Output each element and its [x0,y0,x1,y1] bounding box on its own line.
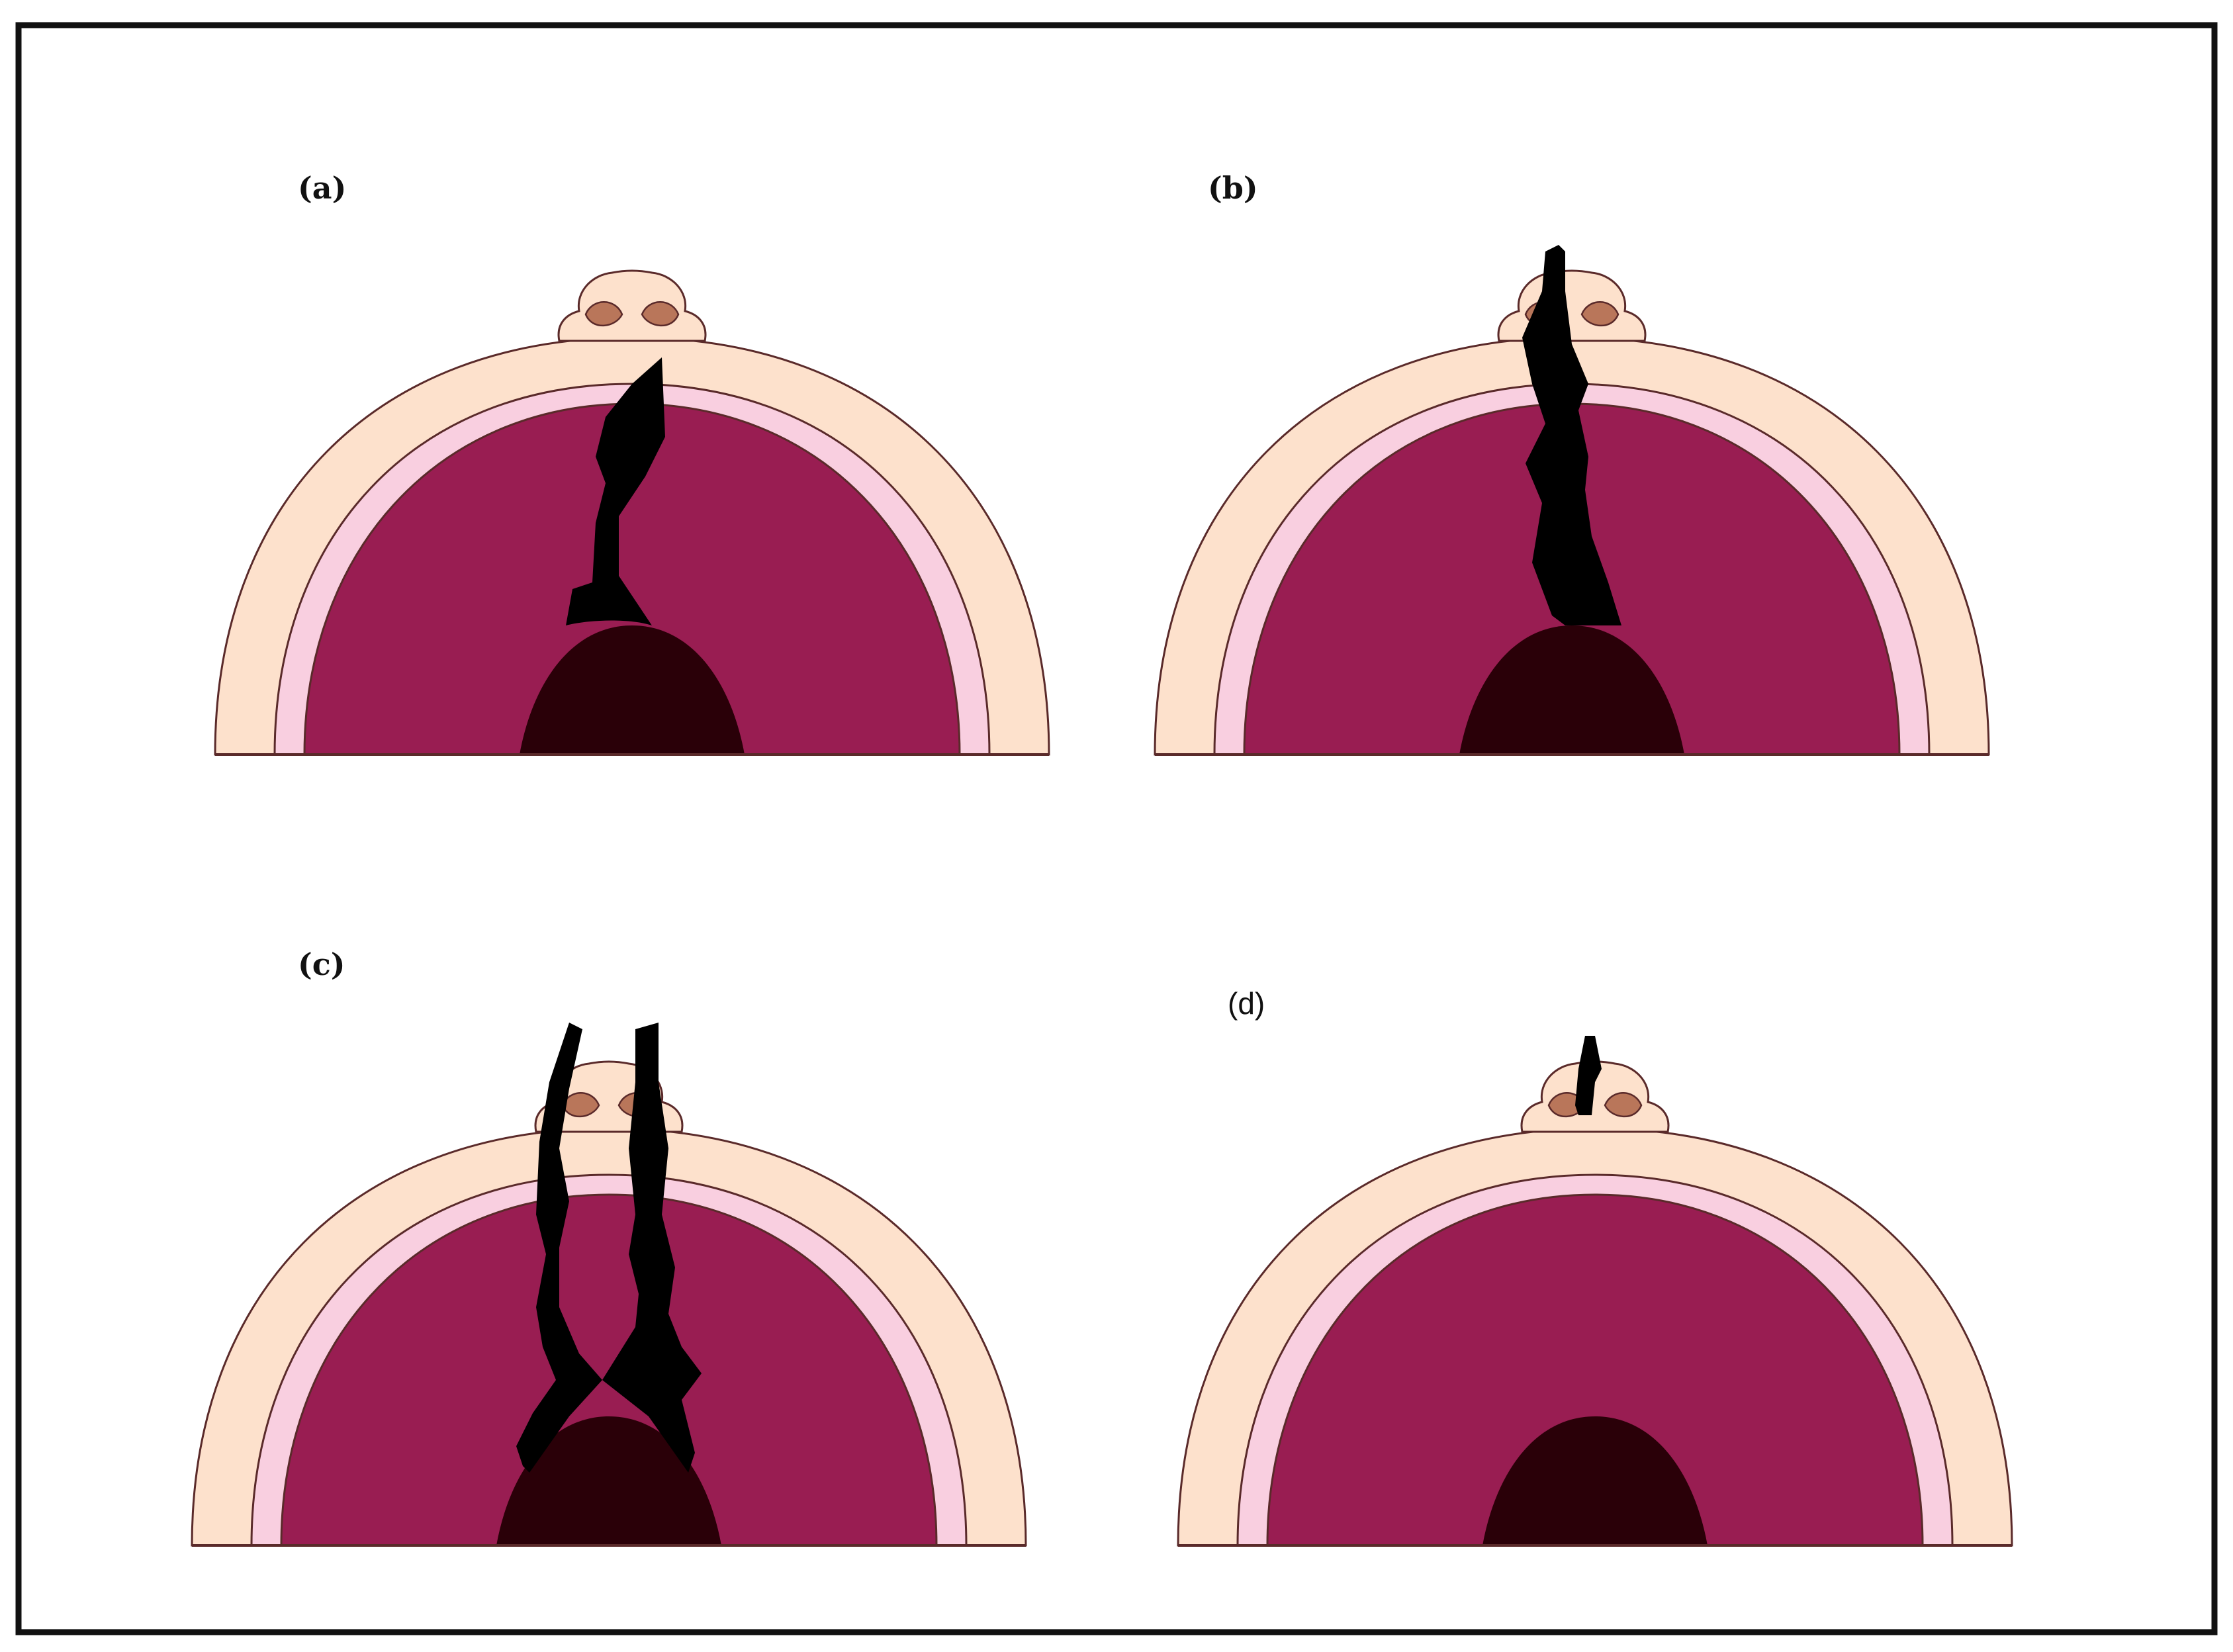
panel-d-label: (d) [1228,986,1265,1021]
cleft-lip-alveolus [1575,1036,1602,1115]
cleft-bilateral-left [516,1023,602,1473]
panel-b [1154,245,1990,756]
panel-b-label: (b) [1208,170,1258,206]
figure-border [15,22,2218,1635]
panel-c [191,1023,1027,1547]
cleft-unilateral [1522,245,1621,625]
cleft-bilateral-right [602,1023,702,1473]
panel-a-label: (a) [298,170,346,206]
panel-c-label: (c) [298,946,345,982]
panel-d [1177,1036,2013,1547]
cleft-soft-palate [566,357,665,625]
panel-a [214,269,1050,756]
